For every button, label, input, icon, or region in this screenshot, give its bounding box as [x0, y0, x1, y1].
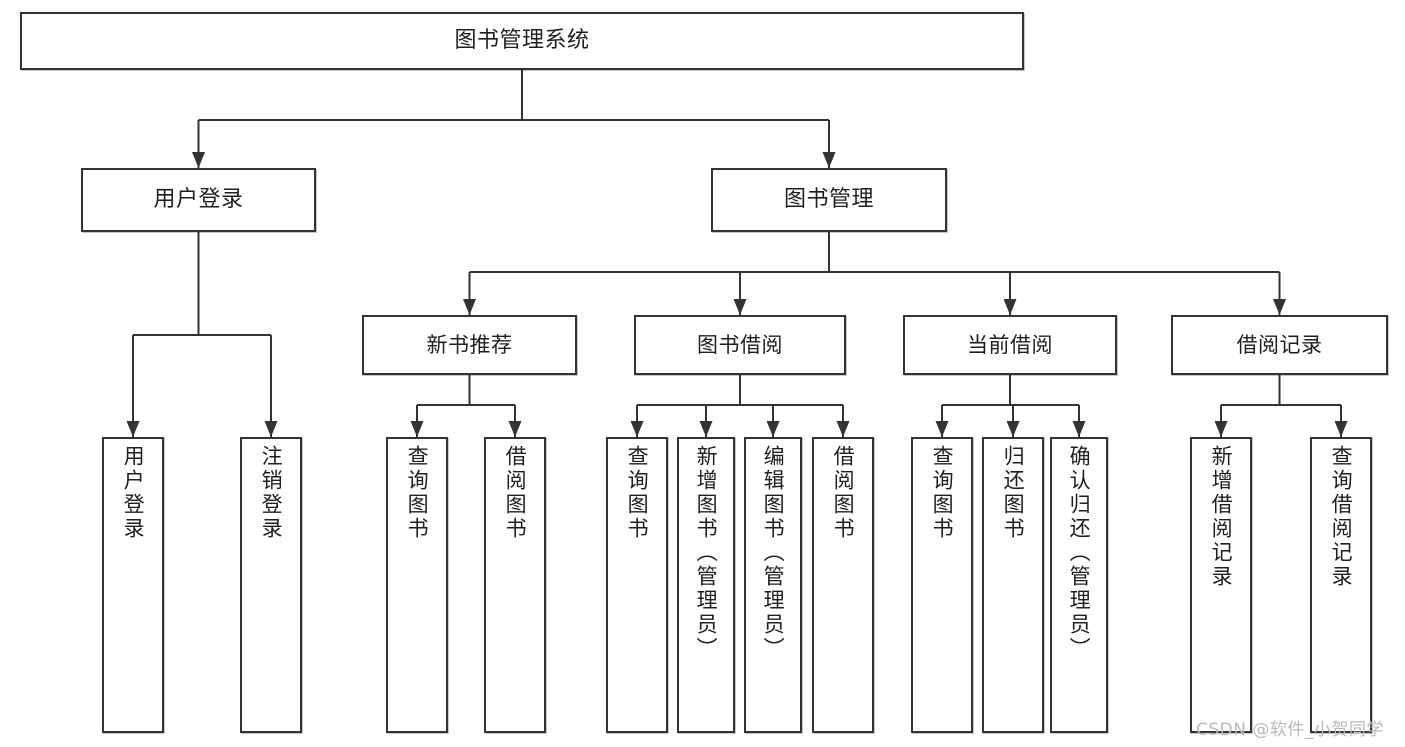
node-label: 新增借阅记录: [1209, 445, 1234, 589]
node-bookmgr[interactable]: 图书管理: [711, 168, 947, 232]
arrow-head-icon: [1072, 421, 1086, 437]
node-label: 注销登录: [259, 445, 284, 541]
arrow-head-icon: [1334, 421, 1348, 437]
arrow-head-icon: [192, 152, 205, 168]
node-leaf-6[interactable]: 新增图书（管理员）: [677, 437, 735, 733]
arrow-head-icon: [264, 421, 278, 437]
node-borrow[interactable]: 图书借阅: [634, 315, 846, 375]
arrow-head-icon: [822, 152, 836, 168]
node-leaf-12[interactable]: 新增借阅记录: [1190, 437, 1252, 733]
node-label: 用户登录: [121, 445, 146, 541]
node-label: 确认归还（管理员）: [1067, 445, 1092, 661]
arrow-head-icon: [766, 421, 780, 437]
arrow-head-icon: [935, 421, 949, 437]
node-label: 借阅图书: [503, 445, 528, 541]
node-label: 图书管理系统: [454, 28, 590, 54]
node-label: 当前借阅: [967, 332, 1053, 357]
node-leaf-3[interactable]: 查询图书: [386, 437, 448, 733]
node-label: 归还图书: [1001, 445, 1026, 541]
node-newbook[interactable]: 新书推荐: [362, 315, 577, 375]
arrow-head-icon: [699, 421, 713, 437]
node-current[interactable]: 当前借阅: [903, 315, 1117, 375]
node-label: 编辑图书（管理员）: [761, 445, 786, 661]
node-leaf-11[interactable]: 确认归还（管理员）: [1050, 437, 1108, 733]
arrow-head-icon: [1273, 299, 1286, 315]
node-records[interactable]: 借阅记录: [1171, 315, 1388, 375]
arrow-head-icon: [836, 421, 850, 437]
node-label: 图书借阅: [697, 332, 783, 357]
node-leaf-13[interactable]: 查询借阅记录: [1310, 437, 1372, 733]
arrow-head-icon: [410, 421, 424, 437]
node-label: 查询图书: [625, 445, 650, 541]
arrow-head-icon: [1006, 421, 1020, 437]
node-leaf-4[interactable]: 借阅图书: [484, 437, 546, 733]
node-label: 借阅记录: [1236, 332, 1323, 357]
node-leaf-9[interactable]: 查询图书: [911, 437, 973, 733]
arrow-head-icon: [463, 299, 476, 315]
node-label: 新增图书（管理员）: [694, 445, 719, 661]
arrow-head-icon: [126, 421, 140, 437]
node-leaf-7[interactable]: 编辑图书（管理员）: [744, 437, 802, 733]
node-leaf-8[interactable]: 借阅图书: [812, 437, 874, 733]
arrow-head-icon: [630, 421, 644, 437]
node-label: 查询借阅记录: [1329, 445, 1354, 589]
node-label: 用户登录: [153, 187, 244, 213]
node-leaf-2[interactable]: 注销登录: [240, 437, 302, 733]
node-label: 新书推荐: [426, 332, 513, 357]
node-label: 查询图书: [405, 445, 430, 541]
arrow-head-icon: [1003, 299, 1017, 315]
node-label: 图书管理: [783, 187, 874, 213]
arrow-head-icon: [733, 299, 747, 315]
arrow-head-icon: [508, 421, 522, 437]
node-label: 借阅图书: [831, 445, 856, 541]
arrow-head-icon: [1214, 421, 1228, 437]
node-login[interactable]: 用户登录: [81, 168, 316, 232]
node-leaf-5[interactable]: 查询图书: [606, 437, 668, 733]
node-leaf-10[interactable]: 归还图书: [982, 437, 1044, 733]
node-label: 查询图书: [930, 445, 955, 541]
node-root[interactable]: 图书管理系统: [20, 12, 1024, 70]
node-leaf-1[interactable]: 用户登录: [102, 437, 164, 733]
csdn-watermark: CSDN @软件_小贺同学: [1196, 720, 1384, 740]
